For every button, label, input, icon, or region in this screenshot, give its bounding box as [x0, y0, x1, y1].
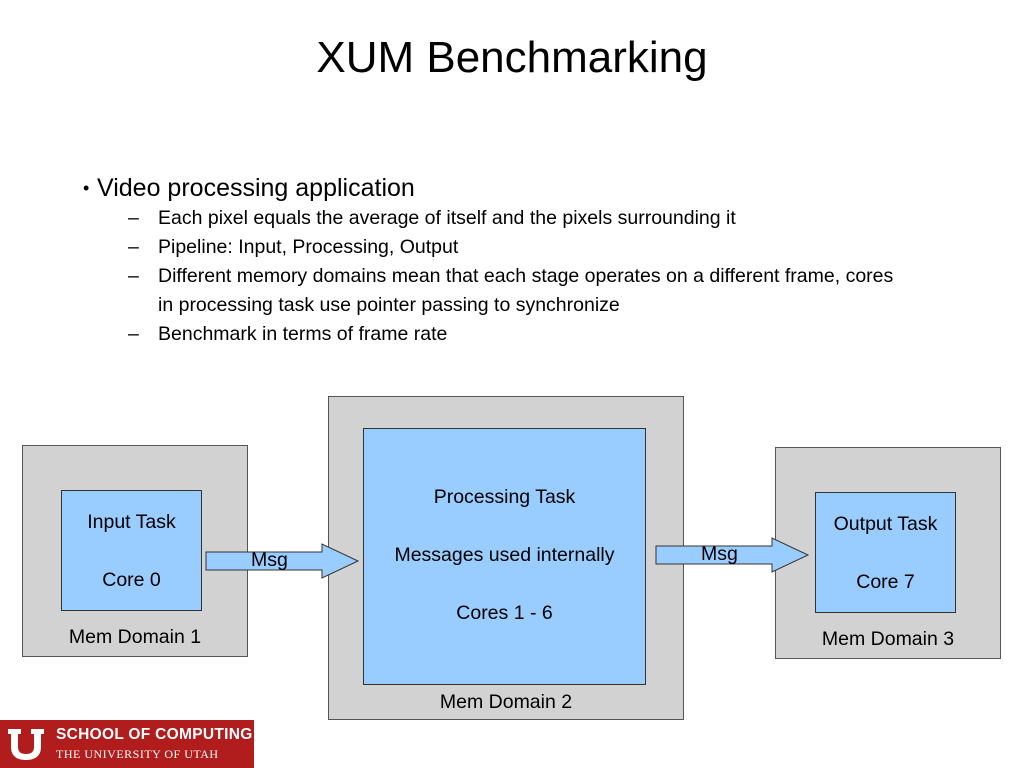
- msg-arrow-2: [655, 537, 810, 573]
- logo-line-1: SCHOOL OF COMPUTING: [56, 726, 253, 743]
- sub-bullet: –Each pixel equals the average of itself…: [128, 207, 736, 229]
- msg-arrow-1: [205, 543, 360, 579]
- sub-bullet: –Different memory domains mean that each…: [128, 265, 894, 316]
- university-logo: SCHOOL OF COMPUTING THE UNIVERSITY OF UT…: [0, 720, 254, 768]
- output-task-label: Output Task: [833, 513, 938, 535]
- logo-line-2: THE UNIVERSITY OF UTAH: [56, 747, 219, 761]
- block-u-icon: [8, 729, 44, 760]
- output-core-label: Core 7: [856, 571, 915, 593]
- processing-internal-label: Messages used internally: [394, 544, 615, 566]
- mem-domain-1: Input Task Core 0 Mem Domain 1: [22, 445, 248, 657]
- mem-domain-2-label: Mem Domain 2: [439, 691, 573, 713]
- sub-bullet-list: –Each pixel equals the average of itself…: [83, 204, 943, 349]
- processing-cores-label: Cores 1 - 6: [456, 602, 553, 624]
- sub-bullet-text: Pipeline: Input, Processing, Output: [158, 236, 459, 258]
- sub-bullet-text: Each pixel equals the average of itself …: [158, 207, 736, 229]
- bullet-main: • Video processing application: [83, 172, 943, 204]
- input-task-box: Input Task Core 0: [61, 490, 202, 611]
- msg-arrow-2-label: Msg: [701, 543, 738, 565]
- mem-domain-1-label: Mem Domain 1: [68, 626, 202, 648]
- bullet-main-text: Video processing application: [97, 174, 415, 202]
- sub-bullet: –Pipeline: Input, Processing, Output: [128, 236, 459, 258]
- mem-domain-2: Processing Task Messages used internally…: [328, 396, 684, 720]
- mem-domain-3: Output Task Core 7 Mem Domain 3: [775, 447, 1001, 659]
- mem-domain-3-label: Mem Domain 3: [821, 628, 955, 650]
- output-task-box: Output Task Core 7: [815, 492, 956, 613]
- bullet-list: • Video processing application –Each pix…: [83, 172, 943, 349]
- input-core-label: Core 0: [102, 569, 161, 591]
- processing-task-box: Processing Task Messages used internally…: [363, 428, 646, 685]
- slide-title: XUM Benchmarking: [316, 33, 708, 82]
- sub-bullet-text: Benchmark in terms of frame rate: [158, 323, 448, 345]
- msg-arrow-1-label: Msg: [251, 549, 288, 571]
- sub-bullet-text: Different memory domains mean that each …: [158, 265, 894, 316]
- bullet-dot: •: [83, 178, 90, 198]
- sub-bullet: –Benchmark in terms of frame rate: [128, 323, 448, 345]
- input-task-label: Input Task: [87, 511, 176, 533]
- processing-task-label: Processing Task: [433, 486, 576, 508]
